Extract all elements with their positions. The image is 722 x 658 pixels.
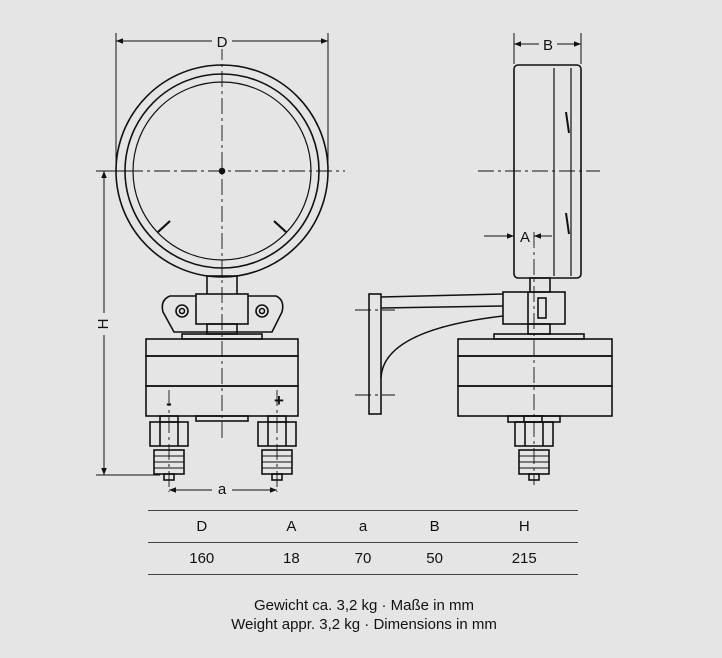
table-header-row: D A a B H: [148, 510, 578, 543]
label-h: H: [95, 319, 112, 330]
minus-port-symbol: -: [166, 394, 172, 413]
table-cell: 160: [189, 550, 215, 567]
table-cell: 18: [282, 550, 300, 567]
table-row: 160 18 70 50 215: [148, 542, 578, 575]
gauge-stem-side: [529, 277, 551, 293]
center-lines-side: [355, 170, 600, 485]
center-lines-front: [100, 44, 345, 492]
wall-plate: [368, 293, 382, 415]
technical-drawing: D H a - +: [95, 33, 613, 498]
bracket-curve: [380, 315, 504, 379]
dimensions-table: D A a B H 160 18 70 50 215: [148, 510, 578, 575]
label-a-lower: a: [218, 481, 227, 498]
clamp-bolt-right-inner: [258, 307, 266, 315]
label-a-upper: A: [520, 229, 530, 246]
label-d: D: [217, 34, 228, 51]
table-cell: 50: [426, 550, 443, 567]
scale-mark-right: [273, 220, 287, 233]
label-b: B: [543, 37, 553, 54]
table-header-cell: H: [518, 518, 530, 535]
table-header-cell: a: [358, 518, 368, 535]
neck-side: [527, 323, 551, 335]
chamber-side-middle: [457, 355, 613, 387]
table-header-cell: D: [196, 518, 208, 535]
note-german: Gewicht ca. 3,2 kg · Maße in mm: [253, 597, 475, 614]
clamp-bolt-left: [175, 304, 189, 318]
table-header-cell: A: [286, 518, 297, 535]
clamp-bolt-left-inner: [178, 307, 186, 315]
chamber-side-bottom: [457, 385, 613, 417]
scale-mark-left: [157, 220, 171, 233]
clamp-bolt-right: [255, 304, 269, 318]
side-view: [368, 64, 613, 481]
bracket-arm: [380, 293, 504, 298]
clamp-screw-side: [537, 297, 547, 319]
table-header-cell: B: [429, 518, 440, 535]
note-english: Weight appr. 3,2 kg · Dimensions in mm: [231, 616, 497, 633]
front-view: [115, 64, 329, 481]
table-cell: 215: [511, 550, 537, 567]
notes: Gewicht ca. 3,2 kg · Maße in mm Weight a…: [150, 596, 578, 634]
plus-port-symbol: +: [274, 391, 284, 410]
dimension-lines-side: [484, 33, 582, 239]
chamber-side-top: [457, 338, 613, 357]
table-cell: 70: [354, 550, 372, 567]
